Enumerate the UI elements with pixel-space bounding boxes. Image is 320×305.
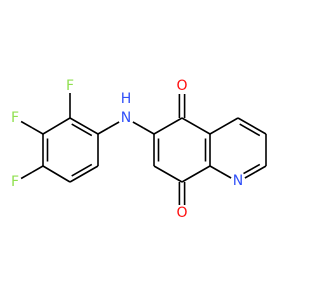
bond-a4-a5	[42, 165, 71, 183]
bond-c2-n1-b	[244, 171, 256, 179]
bond-c2-n1-a	[255, 165, 267, 173]
bond-c5-c6	[153, 117, 183, 135]
bond-c4-c3	[237, 117, 267, 135]
atom-o5-label: O	[176, 78, 187, 94]
bond-a5-a6	[69, 165, 99, 183]
bond-c4-c3-double	[239, 123, 261, 137]
bond-c7-c8	[153, 165, 183, 183]
bond-c4a-c4	[209, 117, 239, 135]
bond-a1-a2	[69, 117, 99, 135]
bond-a5-a6-double	[71, 163, 93, 177]
atom-nh-n-label: N	[121, 110, 131, 126]
atom-o8-label: O	[176, 205, 187, 221]
bond-c6-nh-b	[132, 121, 144, 129]
bond-a4-f4-a	[31, 165, 44, 173]
bond-c4a-c5	[181, 117, 211, 135]
bond-a3-f3-b	[20, 120, 33, 129]
bond-c6-nh-a	[143, 127, 155, 135]
bond-n1-c8a-b	[209, 165, 221, 173]
bond-a1-a2-double	[71, 123, 93, 137]
bond-nh-a1-b	[97, 127, 109, 135]
bond-a4-f4-b	[20, 171, 33, 180]
bond-a2-a3	[42, 117, 71, 135]
bond-c2-n1-double-b	[243, 168, 253, 175]
atom-f3-label: F	[11, 110, 19, 126]
bond-a3-f3-a	[31, 127, 44, 135]
bond-c2-n1-double-a	[251, 163, 261, 170]
molecule-diagram: O O N N H F F F	[11, 78, 267, 221]
atom-f4-label: F	[11, 174, 19, 190]
atom-nh-h-label: H	[121, 91, 132, 107]
bond-layer	[20, 93, 267, 205]
atom-f2-label: F	[66, 78, 74, 94]
structure-svg: O O N N H F F F	[11, 78, 267, 221]
bond-nh-a1-a	[108, 121, 120, 129]
atom-n1-label: N	[233, 173, 243, 189]
bond-n1-c8a-a	[220, 171, 232, 179]
bond-c8-c8a	[181, 165, 211, 183]
